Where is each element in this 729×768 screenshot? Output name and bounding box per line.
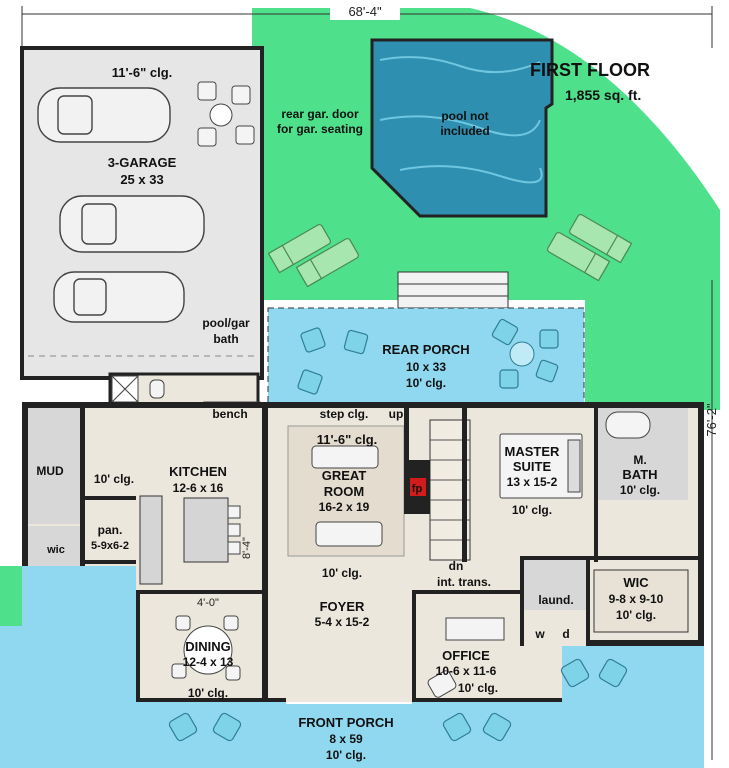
garage-ceiling: 11'-6" clg.: [112, 65, 173, 80]
overall-depth-dimension: 76'-2": [704, 280, 719, 760]
dining-ceiling: 10' clg.: [188, 686, 228, 700]
foyer-name: FOYER: [320, 599, 365, 614]
front-porch-ceiling: 10' clg.: [326, 748, 366, 762]
int-trans-label: int. trans.: [437, 575, 491, 589]
great-room-ceiling-low: 10' clg.: [322, 566, 362, 580]
master-suite-size: 13 x 15-2: [507, 475, 558, 489]
rear-steps: [397, 271, 509, 309]
laundry-label: laund.: [538, 593, 573, 607]
rear-porch-ceiling: 10' clg.: [406, 376, 446, 390]
pool-note-2: included: [440, 124, 489, 138]
office-ceiling: 10' clg.: [458, 681, 498, 695]
kitchen-island-dim: 8'-4": [241, 537, 253, 559]
kitchen-size: 12-6 x 16: [173, 481, 224, 495]
stair-up-label: up: [389, 407, 404, 421]
overall-depth-label: 76'-2": [704, 403, 719, 437]
interior-walls: [80, 402, 700, 702]
garage-size: 25 x 33: [120, 172, 163, 187]
great-room-ceiling: 11'-6" clg.: [317, 432, 378, 447]
rear-porch-chairs: [297, 318, 559, 395]
kitchen-island: [183, 497, 229, 563]
foyer-size: 5-4 x 15-2: [315, 615, 370, 629]
floor-area: 1,855 sq. ft.: [565, 87, 641, 103]
wic-master-ceiling: 10' clg.: [616, 608, 656, 622]
pantry-name: pan.: [98, 523, 123, 537]
pool: [370, 38, 554, 218]
garage-cars: [37, 87, 205, 323]
dining-size: 12-4 x 13: [183, 655, 234, 669]
wic-master-name: WIC: [623, 575, 649, 590]
step-ceiling-label: step clg.: [320, 407, 369, 421]
washer-label: w: [534, 627, 545, 641]
garage-seating: [197, 81, 255, 147]
kitchen-name: KITCHEN: [169, 464, 227, 479]
great-room-name-2: ROOM: [324, 484, 364, 499]
great-room-name-1: GREAT: [322, 468, 367, 483]
lounger-left-1: [267, 223, 331, 274]
dn-label: dn: [449, 559, 464, 573]
master-bath-name-2: BATH: [622, 467, 657, 482]
kitchen-ceiling: 10' clg.: [94, 472, 134, 486]
master-suite-ceiling: 10' clg.: [512, 503, 552, 517]
office-name: OFFICE: [442, 648, 490, 663]
bench-label: bench: [212, 407, 247, 421]
great-room-size: 16-2 x 19: [319, 500, 370, 514]
rear-garage-door-note-1: rear gar. door: [281, 107, 359, 121]
front-porch-size: 8 x 59: [329, 732, 363, 746]
overall-width-label: 68'-4": [348, 4, 382, 19]
floor-title: FIRST FLOOR: [530, 60, 650, 80]
rear-garage-door-note-2: for gar. seating: [277, 122, 363, 136]
overall-width-dimension: 68'-4": [21, 4, 713, 48]
wic-small-label: wic: [46, 544, 65, 556]
office-size: 10-6 x 11-6: [436, 664, 497, 678]
master-suite-name-2: SUITE: [513, 459, 552, 474]
pantry-size: 5-9x6-2: [91, 540, 129, 552]
wic-master-size: 9-8 x 9-10: [609, 592, 664, 606]
rear-porch-name: REAR PORCH: [382, 342, 469, 357]
pool-bath-label-1: pool/gar: [202, 316, 250, 330]
front-porch: [0, 566, 704, 768]
rear-porch-size: 10 x 33: [406, 360, 446, 374]
lounger-right-1: [569, 213, 633, 264]
dining-name: DINING: [185, 639, 231, 654]
fireplace-label: fp: [412, 483, 423, 495]
master-bath-name-1: M.: [633, 453, 646, 467]
dryer-label: d: [562, 627, 569, 641]
master-suite-name-1: MASTER: [505, 444, 561, 459]
front-porch-chairs: [168, 658, 628, 742]
mud-label: MUD: [36, 464, 64, 478]
master-bath-ceiling: 10' clg.: [620, 483, 660, 497]
lounger-right-2: [547, 231, 611, 282]
mud-room: [24, 406, 80, 524]
garage-name: 3-GARAGE: [108, 155, 177, 170]
dining-dim: 4'-0": [197, 597, 219, 609]
exterior-walls: [22, 402, 704, 704]
pool-bath-label-2: bath: [213, 332, 238, 346]
pool-note-1: pool not: [441, 109, 488, 123]
lounger-left-2: [295, 237, 359, 288]
front-porch-name: FRONT PORCH: [298, 715, 393, 730]
